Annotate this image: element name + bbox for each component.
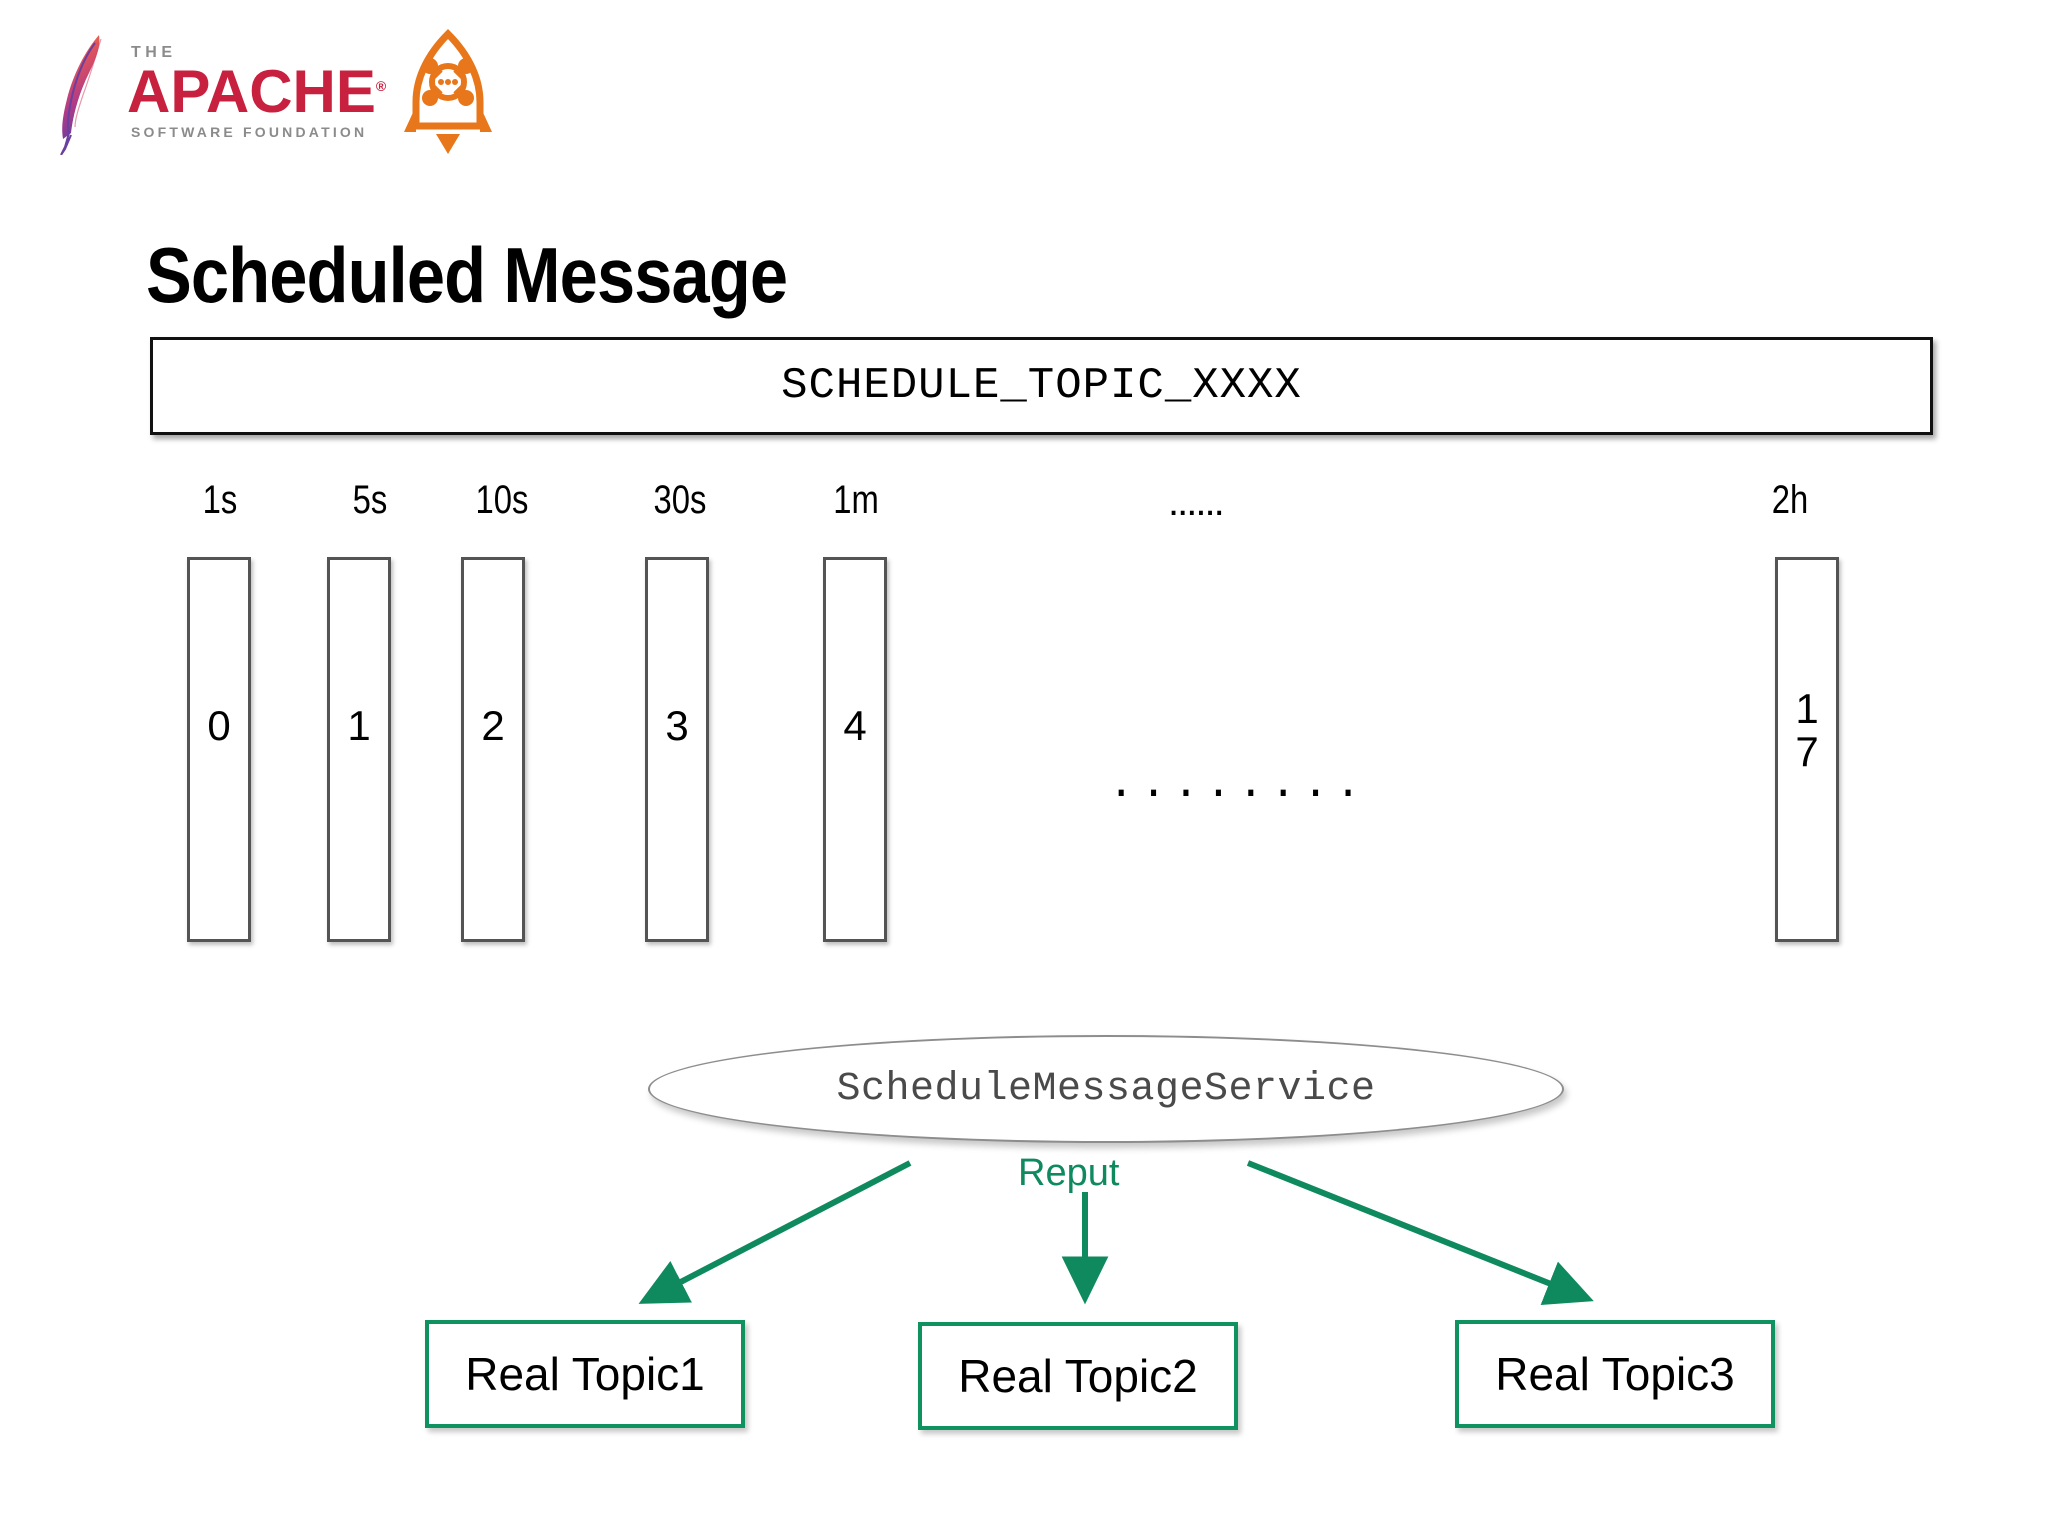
delay-queue-number-2: 2	[481, 702, 505, 749]
arrow-to-real-topic3	[1246, 1160, 1594, 1306]
reput-label: Reput	[1018, 1152, 1120, 1194]
schedule-message-service-ellipse: ScheduleMessageService	[648, 1035, 1564, 1143]
apache-wordmark: THE APACHE® SOFTWARE FOUNDATION	[127, 43, 387, 141]
delay-queue-bar-3: 3	[645, 557, 709, 942]
real-topic-box-2[interactable]: Real Topic2	[918, 1322, 1238, 1430]
delay-queue-number-3: 3	[665, 702, 689, 749]
delay-queue-bar-last: 1 7	[1775, 557, 1839, 942]
delay-time-label-2: 10s	[475, 478, 529, 522]
registered-mark: ®	[375, 77, 387, 94]
page-title: Scheduled Message	[146, 231, 788, 319]
real-topic-box-1[interactable]: Real Topic1	[425, 1320, 745, 1428]
delay-queue-bar-1: 1	[327, 557, 391, 942]
header-logo-band: THE APACHE® SOFTWARE FOUNDATION	[55, 22, 493, 162]
delay-queue-bar-2: 2	[461, 557, 525, 942]
apache-feather-icon	[55, 29, 117, 156]
asf-subtitle-text: SOFTWARE FOUNDATION	[131, 124, 368, 141]
rocketmq-rocket-icon	[400, 28, 496, 156]
arrow-to-real-topic1	[638, 1160, 912, 1304]
delay-queue-number-4: 4	[843, 702, 867, 749]
schedule-topic-box: SCHEDULE_TOPIC_XXXX	[150, 337, 1933, 435]
delay-queue-bar-4: 4	[823, 557, 887, 942]
real-topic-label-3: Real Topic3	[1495, 1348, 1735, 1400]
delay-queue-ellipsis: ........	[1108, 760, 1368, 810]
delay-time-label-1: 5s	[352, 478, 388, 522]
delay-time-label-3: 30s	[653, 478, 707, 522]
asf-apache-text: APACHE®	[127, 57, 387, 125]
real-topic-label-2: Real Topic2	[958, 1350, 1198, 1402]
delay-queue-number-1: 1	[347, 702, 371, 749]
asf-the-text: THE	[131, 43, 177, 61]
delay-queue-number-last: 1 7	[1778, 685, 1836, 775]
delay-queue-bar-0: 0	[187, 557, 251, 942]
delay-time-label-ellipsis: ......	[1168, 480, 1225, 524]
schedule-message-service-label: ScheduleMessageService	[836, 1066, 1376, 1112]
real-topic-label-1: Real Topic1	[465, 1348, 705, 1400]
delay-time-label-0: 1s	[202, 478, 238, 522]
delay-queue-number-last-line1: 1	[1795, 685, 1819, 732]
schedule-topic-label: SCHEDULE_TOPIC_XXXX	[781, 361, 1302, 411]
apache-software-foundation-logo: THE APACHE® SOFTWARE FOUNDATION	[55, 29, 387, 156]
real-topic-box-3[interactable]: Real Topic3	[1455, 1320, 1775, 1428]
delay-time-label-last: 2h	[1771, 478, 1809, 522]
delay-time-label-4: 1m	[833, 478, 879, 522]
delay-queue-number-0: 0	[207, 702, 231, 749]
delay-queue-number-last-line2: 7	[1795, 727, 1819, 775]
